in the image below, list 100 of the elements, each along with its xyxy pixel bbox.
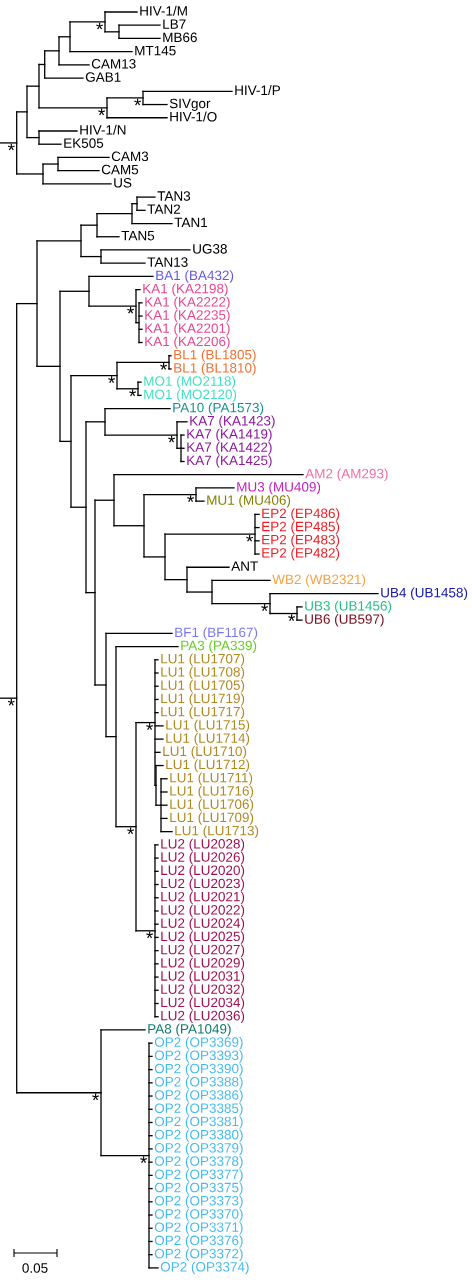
taxon-label: BF1 (BF1167)	[175, 627, 258, 640]
taxon-label: TAN1	[174, 217, 208, 228]
taxon-label: PA10 (PA1573)	[173, 402, 264, 415]
taxon-label: KA1 (KA2235)	[145, 309, 230, 323]
taxon-label: BL1 (BL1810)	[174, 362, 256, 376]
taxon-label: HIV-1/N	[80, 124, 126, 135]
scale-label: 0.05	[22, 1263, 48, 1273]
asterisk: *	[246, 534, 253, 542]
taxon-label: UB4 (UB1458)	[381, 587, 468, 601]
taxon-label: AM2 (AM293)	[305, 468, 388, 482]
asterisk: *	[127, 827, 134, 835]
taxon-label: LU1 (LU1717)	[161, 706, 245, 720]
asterisk: *	[96, 22, 103, 30]
asterisk: *	[7, 698, 15, 706]
taxon-label: MB66	[163, 32, 197, 43]
taxon-label: OP2 (OP3373)	[154, 1195, 243, 1209]
taxon-label: LU1 (LU1706)	[170, 799, 254, 812]
taxon-label: MU3 (MU409)	[237, 481, 321, 495]
taxon-label: US	[114, 178, 132, 188]
taxon-label: KA1 (KA2198)	[143, 283, 228, 296]
taxon-label: KA1 (KA2201)	[145, 323, 230, 336]
asterisk: *	[261, 604, 268, 611]
taxon-label: LU2 (LU2029)	[161, 957, 245, 971]
taxon-label: MO1 (MO2120)	[144, 389, 237, 402]
taxon-label: OP2 (OP3380)	[154, 1129, 243, 1143]
taxon-label: LU2 (LU2026)	[161, 851, 245, 865]
asterisk: *	[92, 1093, 99, 1101]
taxon-label: LU2 (LU2025)	[161, 931, 245, 944]
taxon-label: UB3 (UB1456)	[305, 600, 392, 614]
asterisk: *	[108, 376, 115, 383]
taxon-label: LU2 (LU2023)	[161, 878, 245, 891]
taxon-label: LU2 (LU2024)	[161, 917, 245, 931]
taxon-label: OP2 (OP3375)	[154, 1182, 243, 1195]
taxon-label: LU1 (LU1719)	[161, 693, 245, 706]
taxon-label: KA1 (KA2222)	[145, 296, 230, 310]
taxon-label: OP2 (OP3378)	[154, 1155, 243, 1169]
taxon-label: WB2 (WB2321)	[272, 574, 366, 587]
asterisk: *	[187, 495, 194, 502]
taxon-label: OP2 (OP3369)	[154, 1036, 243, 1050]
taxon-label: LU1 (LU1710)	[163, 746, 247, 759]
taxon-label: OP2 (OP3379)	[154, 1142, 243, 1156]
taxon-label: HIV-1/O	[170, 111, 217, 122]
asterisk: *	[7, 143, 15, 151]
taxon-label: LU1 (LU1716)	[170, 785, 254, 799]
taxon-label: CAM5	[101, 164, 139, 175]
asterisk: *	[168, 435, 175, 443]
taxon-label: EP2 (EP483)	[262, 534, 340, 548]
taxon-label: MO1 (MO2118)	[144, 375, 236, 389]
taxon-label: UB6 (UB597)	[305, 613, 384, 627]
taxon-label: KA1 (KA2206)	[145, 336, 230, 349]
taxon-label: LU1 (LU1714)	[166, 732, 250, 746]
asterisk: *	[146, 931, 153, 939]
taxon-label: LU2 (LU2020)	[161, 865, 245, 878]
taxon-label: OP2 (OP3377)	[154, 1169, 243, 1182]
taxon-label: OP2 (OP3371)	[154, 1222, 243, 1235]
taxon-label: TAN5	[121, 231, 155, 241]
taxon-label: OP2 (OP3376)	[154, 1235, 243, 1248]
asterisk: *	[140, 1156, 147, 1163]
taxon-label: OP2 (OP3385)	[154, 1103, 243, 1116]
taxon-label: OP2 (OP3393)	[154, 1050, 243, 1063]
taxon-label: OP2 (OP3374)	[160, 1261, 249, 1275]
taxon-label: OP2 (OP3388)	[154, 1076, 243, 1090]
taxon-label: LU1 (LU1711)	[170, 772, 253, 786]
taxon-label: OP2 (OP3381)	[154, 1116, 243, 1129]
taxon-label: EP2 (EP482)	[262, 547, 340, 561]
taxon-label: LU2 (LU2021)	[161, 891, 245, 905]
asterisk: *	[127, 306, 134, 314]
asterisk: *	[146, 723, 153, 730]
taxon-label: HIV-1/M	[140, 5, 187, 16]
taxon-label: EP2 (EP486)	[262, 508, 340, 521]
taxon-label: LU2 (LU2032)	[161, 984, 245, 997]
taxon-label: EK505	[64, 138, 104, 148]
taxon-label: MT145	[135, 45, 176, 56]
taxon-label: PA8 (PA1049)	[148, 1023, 231, 1037]
taxon-label: EP2 (EP485)	[262, 521, 340, 534]
taxon-label: OP2 (OP3386)	[154, 1089, 243, 1103]
taxon-label: TAN13	[147, 257, 188, 267]
taxon-label: OP2 (OP3372)	[154, 1248, 243, 1262]
taxon-label: CAM3	[111, 151, 149, 162]
taxon-label: TAN3	[157, 191, 191, 201]
asterisk: *	[129, 389, 136, 397]
taxon-label: LU1 (LU1708)	[161, 666, 245, 680]
taxon-label: MU1 (MU406)	[207, 494, 291, 508]
taxon-label: LU1 (LU1713)	[175, 825, 259, 838]
taxon-label: GAB1	[85, 72, 121, 82]
taxon-label: LU2 (LU2027)	[161, 944, 245, 957]
taxon-label: LB7	[163, 19, 186, 29]
taxon-label: KA7 (KA1423)	[190, 415, 275, 429]
taxon-label: BA1 (BA432)	[156, 270, 234, 283]
taxon-label: OP2 (OP3370)	[154, 1208, 243, 1222]
taxon-label: TAN2	[147, 204, 181, 214]
taxon-label: LU2 (LU2034)	[161, 997, 245, 1010]
taxon-label: LU1 (LU1709)	[170, 812, 254, 825]
asterisk: *	[98, 108, 105, 116]
taxon-label: OP2 (OP3390)	[154, 1063, 243, 1076]
taxon-label: LU1 (LU1715)	[166, 719, 250, 733]
taxon-label: LU2 (LU2028)	[161, 838, 245, 852]
taxon-label: HIV-1/P	[235, 85, 280, 95]
taxon-label: BL1 (BL1805)	[174, 349, 256, 363]
taxon-label: ANT	[231, 561, 258, 571]
